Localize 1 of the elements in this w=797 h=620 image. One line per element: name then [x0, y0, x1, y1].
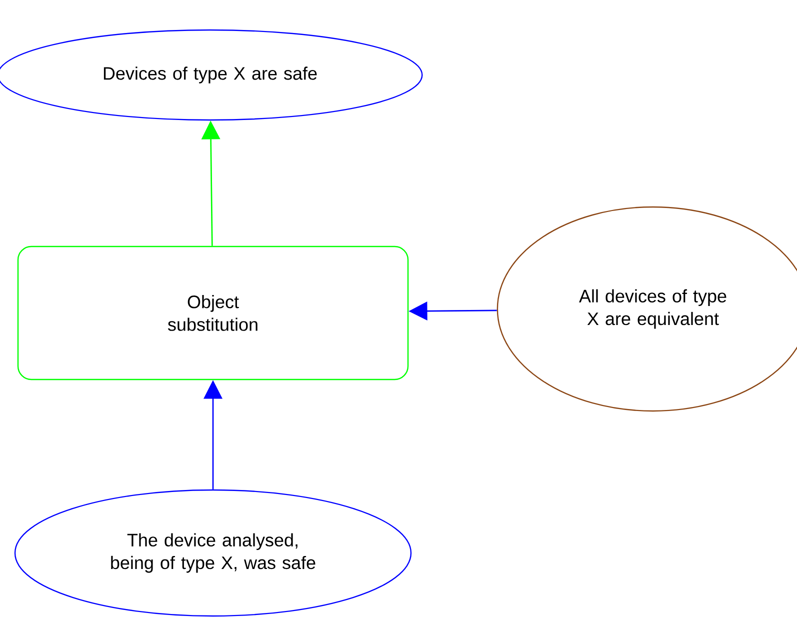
strategy-box: Object substitution	[17, 246, 409, 380]
